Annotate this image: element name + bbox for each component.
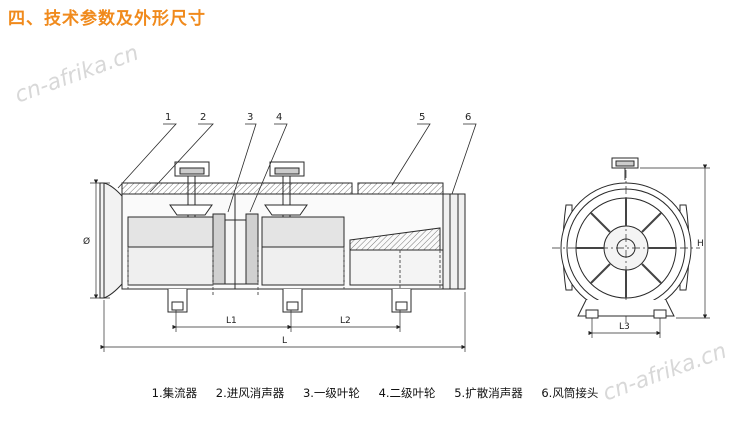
dim-diameter: Ø [83,236,90,247]
dimension-lines [90,179,466,352]
callout-1: 1 [165,112,171,123]
impeller-stage-1 [212,213,226,285]
callout-3: 3 [247,112,253,123]
dim-l1: L1 [226,316,237,326]
legend-item-1: 1.集流器 [151,386,198,400]
legend-item-6: 6.风筒接头 [541,386,599,400]
callout-leaders [117,123,477,213]
dim-l3: L3 [619,322,630,332]
parts-legend: 1.集流器 2.进风消声器 3.一级叶轮 4.二级叶轮 5.扩散消声器 6.风筒… [0,385,750,401]
front-feet [577,299,675,317]
support-feet [167,289,412,313]
legend-item-4: 4.二级叶轮 [378,386,436,400]
legend-item-5: 5.扩散消声器 [454,386,523,400]
legend-item-2: 2.进风消声器 [215,386,285,400]
dim-l: L [282,336,287,346]
section-heading: 四、技术参数及外形尺寸 [8,9,206,29]
side-view [99,161,466,313]
callout-4: 4 [276,112,282,123]
junction-box-2 [264,161,308,217]
diffuser-muffler-top [357,182,444,195]
callout-5: 5 [419,112,425,123]
callout-2: 2 [200,112,206,123]
inlet-collector [99,182,123,299]
callout-6: 6 [465,112,471,123]
dim-h: H [697,239,704,249]
front-view [552,157,700,325]
dim-l2: L2 [340,316,351,326]
junction-box-1 [169,161,213,217]
motor-2 [261,216,345,248]
legend-item-3: 3.一级叶轮 [302,386,360,400]
motor-1 [127,216,214,248]
impeller-stage-2 [245,213,259,285]
duct-joint [442,193,466,290]
